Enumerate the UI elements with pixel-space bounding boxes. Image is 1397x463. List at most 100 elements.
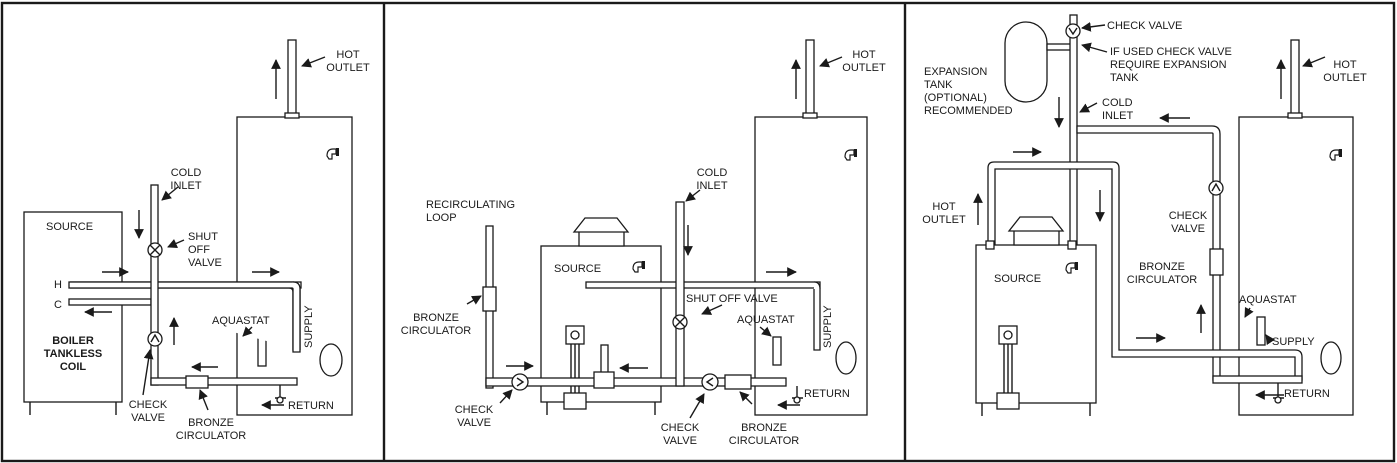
cold-out-pipe: [68, 298, 152, 306]
p2-bronze-left-l1: BRONZE: [413, 312, 459, 324]
boiler-source: [23, 211, 123, 403]
p1-check-valve-l1: CHECK: [129, 399, 168, 411]
p1-return-label: RETURN: [288, 400, 334, 412]
p2-cold-inlet-l2: INLET: [696, 180, 727, 192]
p3-supply-label: SUPPLY: [1272, 336, 1315, 348]
p3-bronze-l2: CIRCULATOR: [1127, 274, 1198, 286]
p3-cold-inlet-l2: INLET: [1102, 110, 1133, 122]
p3-if-used-l1: IF USED CHECK VALVE: [1110, 46, 1232, 58]
p2-aquastat-label: AQUASTAT: [737, 314, 795, 326]
p2-bronze-circulator-left: [482, 286, 497, 312]
p2-bronze-left-l2: CIRCULATOR: [401, 325, 472, 337]
p2-check-right-l1: CHECK: [661, 422, 700, 434]
bronze-circulator-symbol: [185, 375, 209, 389]
p2-hot-outlet-l1: HOT: [852, 49, 876, 61]
p2-check-left-l2: VALVE: [457, 417, 491, 429]
p1-h-label: H: [54, 279, 62, 291]
p3-expansion-l4: RECOMMENDED: [924, 105, 1013, 117]
p2-check-left-l1: CHECK: [455, 404, 494, 416]
hot-outlet-pipe: [287, 39, 297, 118]
p2-bronze-right-l2: CIRCULATOR: [729, 435, 800, 447]
p3-bronze-l1: BRONZE: [1139, 261, 1185, 273]
p2-supply-pipe: [585, 281, 821, 289]
p3-aquastat-label: AQUASTAT: [1239, 294, 1297, 306]
p1-c-label: C: [54, 299, 62, 311]
p3-aquastat-sensor: [1256, 316, 1266, 346]
p2-recirc-l1: RECIRCULATING: [426, 199, 515, 211]
p1-shut-off-l1: SHUT: [188, 231, 218, 243]
p3-expansion-l1: EXPANSION: [924, 66, 987, 78]
p1-boiler-l2: TANKLESS: [44, 348, 102, 360]
p1-aquastat-label: AQUASTAT: [212, 315, 270, 327]
p1-cold-inlet-l1: COLD: [171, 167, 202, 179]
p1-shut-off-l3: VALVE: [188, 257, 222, 269]
aquastat-sensor: [257, 337, 267, 367]
p3-bronze-circulator: [1209, 248, 1224, 276]
p2-return-label: RETURN: [804, 388, 850, 400]
p3-hot-outlet-right-l1: HOT: [1333, 59, 1357, 71]
p3-source-label: SOURCE: [994, 273, 1041, 285]
p3-return-label: RETURN: [1284, 388, 1330, 400]
p2-return-pipe: [485, 377, 787, 387]
p2-bronze-right-l1: BRONZE: [741, 422, 787, 434]
p3-check-valve-top: [1065, 23, 1081, 39]
p1-check-valve-l2: VALVE: [131, 412, 165, 424]
p2-bronze-circulator-right: [724, 374, 752, 390]
cold-inlet-pipe: [150, 184, 159, 386]
p1-shut-off-l2: OFF: [188, 244, 210, 256]
p3-check-valve-l2: VALVE: [1171, 223, 1205, 235]
return-pipe: [150, 377, 298, 386]
p2-cold-inlet-pipe: [675, 201, 685, 387]
p1-supply-label: SUPPLY: [303, 305, 315, 348]
p3-if-used-l3: TANK: [1110, 72, 1139, 84]
p2-hot-outlet-pipe: [805, 39, 815, 118]
p2-aquastat-sensor: [772, 336, 782, 366]
p3-check-valve-top-label: CHECK VALVE: [1107, 20, 1182, 32]
p2-check-right-l2: VALVE: [663, 435, 697, 447]
p1-boiler-l3: COIL: [60, 361, 87, 373]
p2-cold-inlet-l1: COLD: [697, 167, 728, 179]
p2-supply-label: SUPPLY: [822, 305, 834, 348]
p1-source-label: SOURCE: [46, 221, 93, 233]
p3-check-valve-l1: CHECK: [1169, 210, 1208, 222]
p1-bronze-l2: CIRCULATOR: [176, 430, 247, 442]
p2-burner-vent: [572, 217, 630, 247]
p2-source-label: SOURCE: [554, 263, 601, 275]
p3-expansion-tank: [1004, 21, 1048, 103]
p2-recirc-l2: LOOP: [426, 212, 457, 224]
p1-cold-inlet-l2: INLET: [170, 180, 201, 192]
p3-hot-outlet-right-l2: OUTLET: [1323, 72, 1367, 84]
p1-bronze-l1: BRONZE: [188, 417, 234, 429]
p3-if-used-l2: REQUIRE EXPANSION: [1110, 59, 1227, 71]
p2-shut-off-label: SHUT OFF VALVE: [686, 293, 778, 305]
p3-cold-inlet-l1: COLD: [1102, 97, 1133, 109]
p1-boiler-l1: BOILER: [52, 335, 94, 347]
access-port: [319, 343, 343, 377]
p1-hot-outlet-l2: OUTLET: [326, 62, 370, 74]
